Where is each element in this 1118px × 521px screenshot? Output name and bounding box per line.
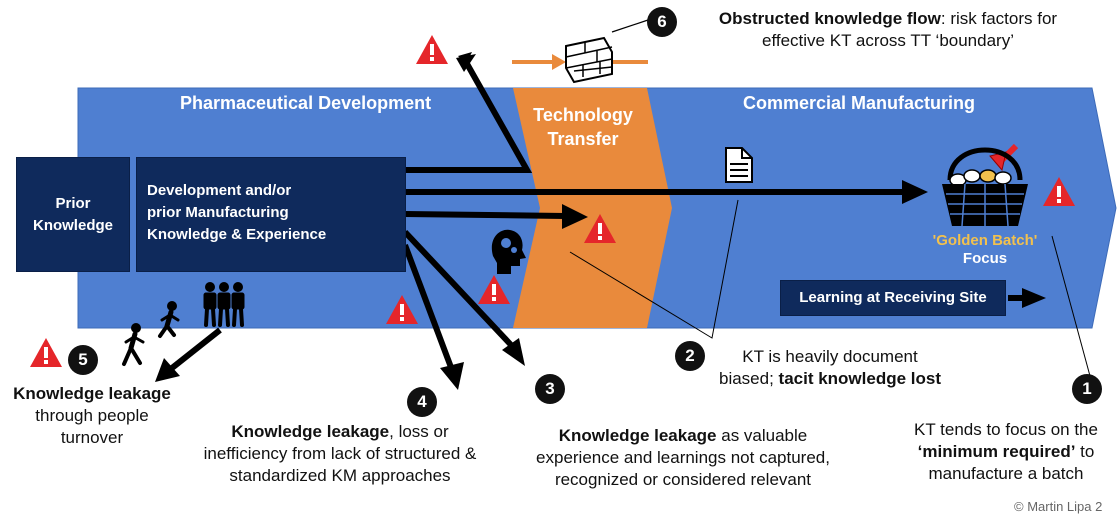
c4-line-2: inefficiency from lack of structured & — [203, 444, 477, 463]
warning-icons — [30, 35, 1075, 367]
callout-number-6: 6 — [647, 7, 677, 37]
c3-line-2: experience and learnings not captured, — [536, 448, 830, 467]
prior-knowledge-box: Prior Knowledge — [16, 157, 130, 272]
technology-transfer-chevron — [513, 88, 672, 328]
golden-line-2: Focus — [962, 250, 1008, 267]
warning-icon — [30, 338, 62, 367]
callout-number-3: 3 — [535, 374, 565, 404]
warning-icon — [1043, 177, 1075, 206]
c4-bold: Knowledge leakage — [231, 422, 390, 441]
c2-line-1: KT is heavily document — [742, 347, 918, 366]
warning-icon — [584, 214, 616, 243]
c1-line-3: manufacture a batch — [928, 464, 1084, 483]
dev-line-2: prior Manufacturing — [147, 204, 289, 221]
golden-line-1: 'Golden Batch' — [932, 232, 1038, 249]
phase-label-development: Pharmaceutical Development — [180, 93, 432, 113]
leader-lines — [569, 199, 1091, 377]
knowledge-flow-arrows — [155, 52, 1046, 390]
tt-line-2: Transfer — [547, 129, 619, 149]
phase-label-technology-transfer: Technology Transfer — [518, 103, 648, 151]
callout-number-2: 2 — [675, 341, 705, 371]
prior-line-1: Prior — [55, 195, 91, 212]
c5-bold: Knowledge leakage — [13, 384, 171, 403]
development-knowledge-box: Development and/or prior Manufacturing K… — [136, 157, 406, 272]
callout-6-text: Obstructed knowledge flow: risk factors … — [688, 8, 1088, 52]
c4-line-3: standardized KM approaches — [229, 466, 451, 485]
callout-4-text: Knowledge leakage, loss or inefficiency … — [195, 421, 485, 487]
warning-icon — [478, 275, 510, 304]
head-gears-icon — [491, 229, 526, 274]
callout-1-text: KT tends to focus on the ‘minimum requir… — [898, 419, 1114, 485]
c3-rest: as valuable — [716, 426, 808, 445]
c6-rest: : risk factors for — [940, 9, 1058, 28]
callout-3-text: Knowledge leakage as valuable experience… — [528, 425, 838, 491]
warning-icon — [386, 295, 418, 324]
c6-bold: Obstructed knowledge flow — [718, 9, 941, 28]
brick-wall-icon — [512, 19, 649, 84]
document-icon — [725, 147, 753, 183]
learning-receiving-site-box: Learning at Receiving Site — [780, 280, 1006, 316]
copyright-notice: © Martin Lipa 2 — [1014, 499, 1103, 514]
dev-line-3: Knowledge & Experience — [147, 226, 327, 243]
callout-number-4: 4 — [407, 387, 437, 417]
c2-rest: biased; — [718, 369, 779, 388]
c3-line-3: recognized or considered relevant — [554, 470, 812, 489]
dev-line-1: Development and/or — [147, 182, 292, 199]
learning-label: Learning at Receiving Site — [799, 289, 987, 306]
callout-number-1: 1 — [1072, 374, 1102, 404]
golden-batch-basket-icon — [942, 147, 1028, 227]
callout-5-text: Knowledge leakage through people turnove… — [2, 383, 182, 449]
c5-line-3: turnover — [60, 428, 124, 447]
c2-bold: tacit knowledge lost — [778, 369, 942, 388]
tt-line-1: Technology — [533, 105, 633, 125]
c1-line-1: KT tends to focus on the — [914, 420, 1098, 439]
callout-2-text: KT is heavily document biased; tacit kno… — [690, 346, 970, 390]
golden-batch-label: 'Golden Batch' Focus — [915, 232, 1055, 268]
c4-rest: , loss or — [389, 422, 449, 441]
c1-bold: ‘minimum required’ — [917, 442, 1076, 461]
c1-rest: to — [1075, 442, 1095, 461]
people-turnover-icon — [122, 282, 245, 366]
c5-line-2: through people — [35, 406, 149, 425]
callout-number-5: 5 — [68, 345, 98, 375]
c6-line-2: effective KT across TT ‘boundary’ — [762, 31, 1014, 50]
warning-icon — [416, 35, 448, 64]
phase-label-commercial: Commercial Manufacturing — [743, 93, 976, 113]
prior-line-2: Knowledge — [32, 217, 113, 234]
c3-bold: Knowledge leakage — [558, 426, 717, 445]
